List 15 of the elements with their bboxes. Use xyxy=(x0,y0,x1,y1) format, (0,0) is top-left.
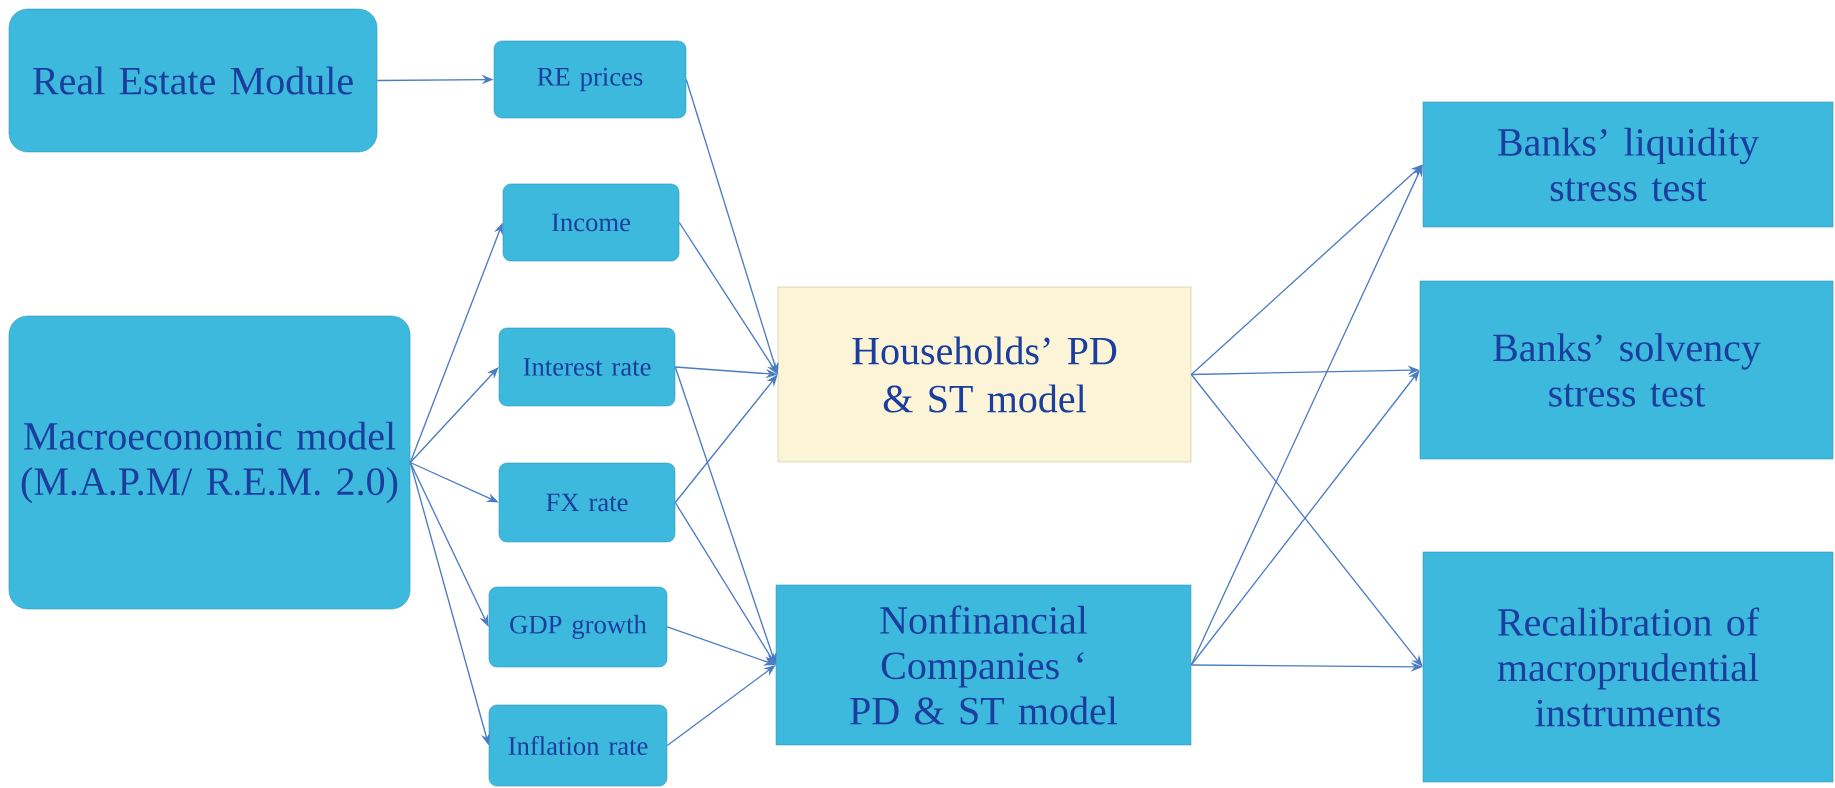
variable-box: RE prices xyxy=(493,40,687,119)
variable-box: Interest rate xyxy=(498,327,676,407)
output-box: Banks’ liquidity stress test xyxy=(1422,101,1834,228)
model-box: Real Estate Module xyxy=(8,8,378,153)
model-box: Households’ PD & ST model xyxy=(777,286,1192,463)
output-box: Banks’ solvency stress test xyxy=(1419,280,1834,460)
model-box: Macroeconomic model (M.A.P.M/ R.E.M. 2.0) xyxy=(8,315,411,610)
arrow xyxy=(674,501,776,665)
variable-box: Income xyxy=(502,183,680,262)
variable-box: GDP growth xyxy=(488,586,668,668)
variable-box: FX rate xyxy=(498,462,676,543)
arrow xyxy=(409,367,499,464)
variable-box: Inflation rate xyxy=(488,704,668,787)
output-box: Nonfinancial Companies ‘ PD & ST model xyxy=(775,584,1192,746)
output-box: Recalibration of macroprudential instruments xyxy=(1422,551,1834,783)
